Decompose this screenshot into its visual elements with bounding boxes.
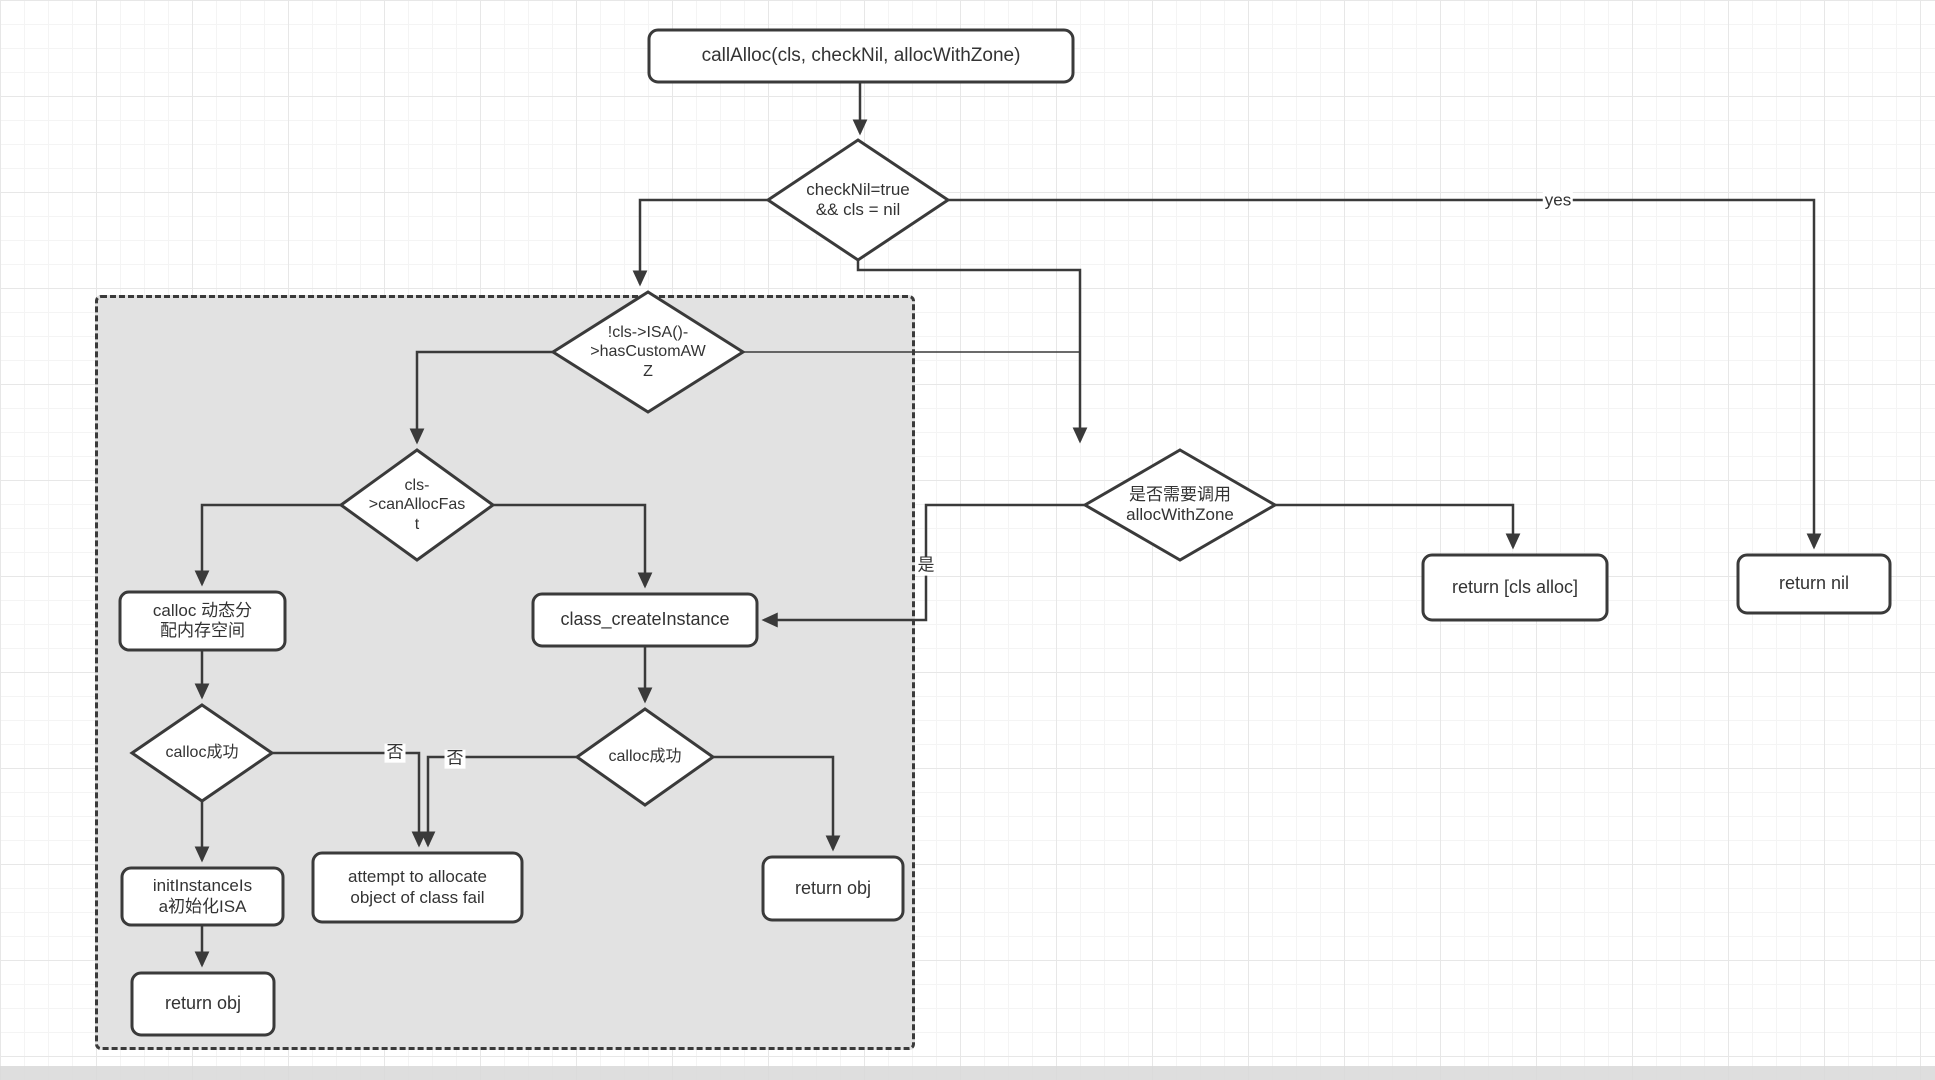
edge-canallocfast-to-calloc: [194, 503, 341, 587]
edge-label: 是: [915, 555, 937, 576]
canvas-bottom-edge: [0, 1066, 1935, 1080]
node-return-obj-mid-shape: [761, 855, 905, 922]
node-calloc-ok-left-shape: [129, 703, 275, 803]
edge-label: yes: [1542, 190, 1574, 211]
node-attempt-fail-shape: [311, 851, 524, 924]
node-has-custom-awz-shape: [550, 290, 746, 414]
edge-label: 否: [444, 748, 466, 769]
edge-checknil-to-needallocwithzone: [856, 260, 1088, 444]
edge-canallocfast-to-createinstance: [493, 503, 653, 589]
edge-hascustomawz-to-canallocfast: [409, 350, 553, 445]
edge-needallocwithzone-to-returnclsalloc: [1275, 503, 1521, 550]
node-check-nil-shape: [765, 138, 951, 262]
edge-callocok-mid-to-attemptfail: [420, 755, 577, 848]
node-class-create-instance-shape: [531, 592, 759, 648]
node-return-cls-alloc-shape: [1421, 553, 1609, 622]
node-can-alloc-fast-shape: [338, 448, 496, 562]
node-return-nil-shape: [1736, 553, 1892, 615]
node-start-shape: [647, 28, 1075, 84]
edge-label: 否: [384, 742, 406, 763]
nodes-layer: [118, 28, 1892, 1037]
edge-callocok-mid-to-returnobj: [713, 755, 841, 852]
node-calloc-ok-mid-shape: [574, 707, 716, 807]
edge-checknil-to-hascustomawz: [632, 198, 768, 287]
node-init-instance-isa-shape: [120, 866, 285, 927]
edges-layer: [194, 82, 1822, 968]
node-return-obj-left-shape: [130, 971, 276, 1037]
edge-callocok-left-to-attemptfail: [272, 751, 427, 848]
node-calloc-shape: [118, 590, 287, 652]
node-need-alloc-with-zone-shape: [1082, 448, 1278, 562]
edge-checknil-to-returnnil: [948, 198, 1822, 550]
